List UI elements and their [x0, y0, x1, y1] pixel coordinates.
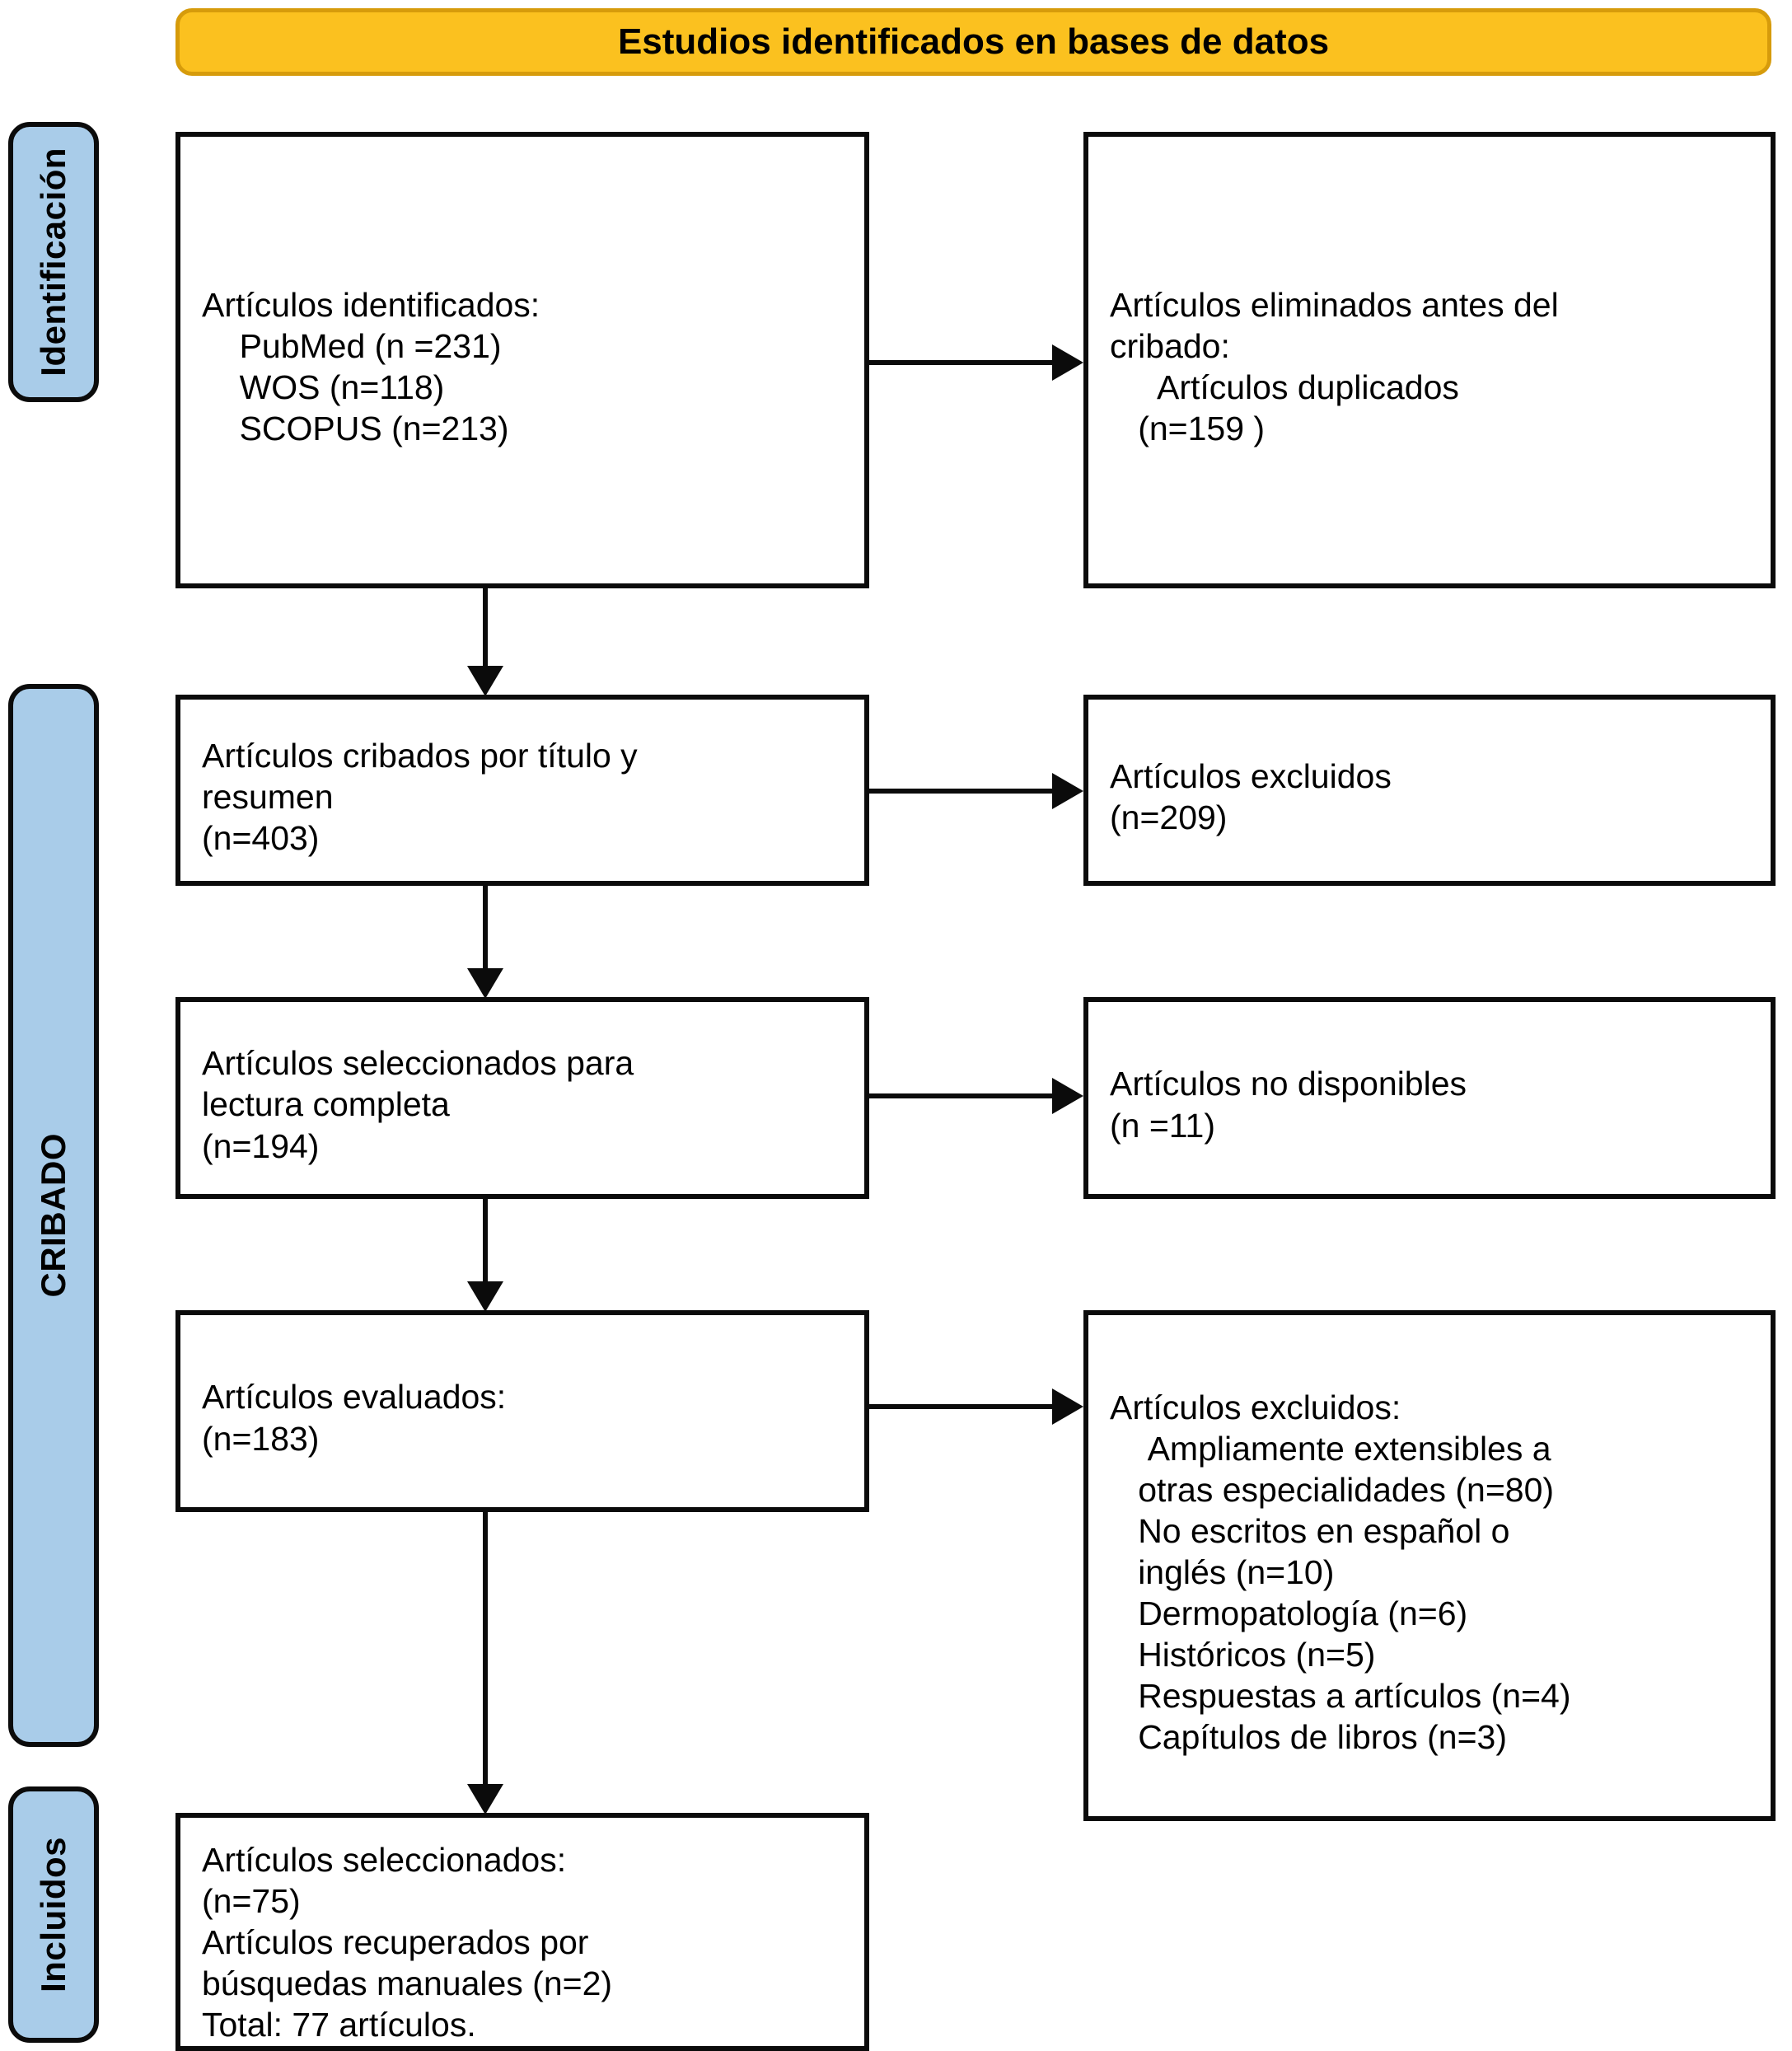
arrow-fulltext-to-assessed — [467, 1199, 503, 1312]
box-text: Artículos excluidos (n=209) — [1110, 756, 1392, 836]
arrow-assessed-to-excluded-reasons — [869, 1388, 1083, 1425]
arrow-identified-to-removed — [869, 344, 1083, 381]
arrow-fulltext-to-notavailable — [869, 1078, 1083, 1114]
box-articulos-excluidos-razones: Artículos excluidos: Ampliamente extensi… — [1083, 1310, 1776, 1821]
arrow-identified-to-screened — [467, 588, 503, 696]
box-articulos-incluidos: Artículos seleccionados: (n=75) Artículo… — [175, 1813, 869, 2051]
stage-label-incluidos: Incluidos — [8, 1786, 99, 2043]
box-articulos-eliminados-antes-cribado: Artículos eliminados antes del cribado: … — [1083, 132, 1776, 588]
stage-label-cribado: CRIBADO — [8, 684, 99, 1747]
box-articulos-identificados: Artículos identificados: PubMed (n =231)… — [175, 132, 869, 588]
box-articulos-excluidos-cribado: Artículos excluidos (n=209) — [1083, 695, 1776, 886]
box-text: Artículos eliminados antes del cribado: … — [1110, 285, 1559, 448]
header-banner: Estudios identificados en bases de datos — [175, 8, 1771, 76]
stage-label-text: Identificación — [34, 148, 73, 377]
box-articulos-seleccionados-lectura-completa: Artículos seleccionados para lectura com… — [175, 997, 869, 1199]
box-text: Artículos seleccionados para lectura com… — [202, 1044, 634, 1165]
box-articulos-cribados: Artículos cribados por título y resumen … — [175, 695, 869, 886]
box-text: Artículos identificados: PubMed (n =231)… — [202, 285, 540, 448]
box-text: Artículos excluidos: Ampliamente extensi… — [1110, 1388, 1571, 1757]
stage-label-text: Incluidos — [34, 1837, 73, 1992]
arrow-assessed-to-included — [467, 1512, 503, 1815]
box-articulos-evaluados: Artículos evaluados: (n=183) — [175, 1310, 869, 1512]
arrow-screened-to-excluded — [869, 773, 1083, 809]
box-text: Artículos no disponibles (n =11) — [1110, 1065, 1467, 1145]
box-articulos-no-disponibles: Artículos no disponibles (n =11) — [1083, 997, 1776, 1199]
box-text: Artículos seleccionados: (n=75) Artículo… — [202, 1841, 613, 2044]
box-text: Artículos cribados por título y resumen … — [202, 736, 638, 857]
arrow-screened-to-fulltext — [467, 886, 503, 999]
page-title: Estudios identificados en bases de datos — [617, 21, 1330, 62]
box-text: Artículos evaluados: (n=183) — [202, 1378, 507, 1458]
stage-label-text: CRIBADO — [34, 1133, 73, 1298]
stage-label-identificacion: Identificación — [8, 122, 99, 402]
